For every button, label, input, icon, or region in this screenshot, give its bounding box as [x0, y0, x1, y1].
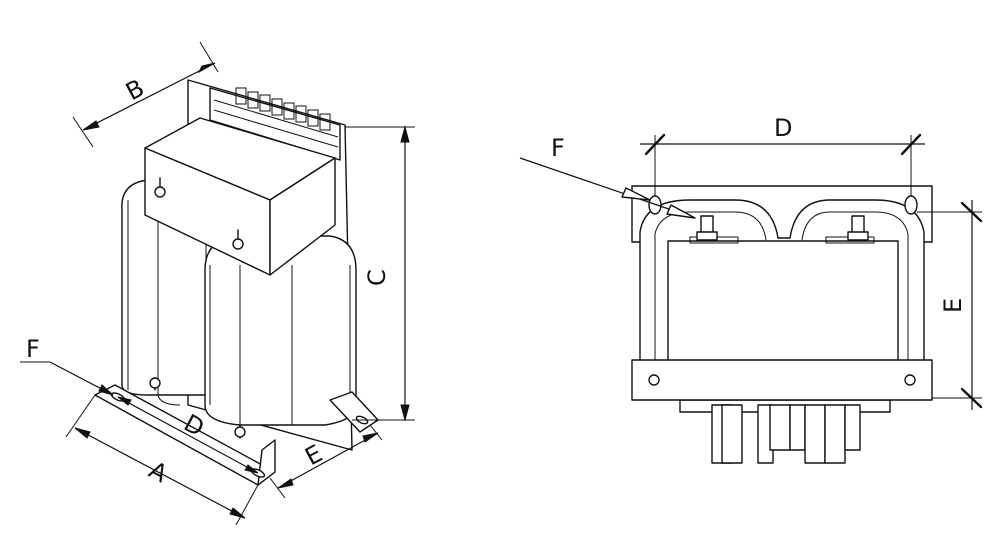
- front-top-holes: [648, 195, 918, 215]
- leader-f-left: F: [20, 335, 114, 396]
- front-leader-f: F: [519, 134, 696, 219]
- front-dim-e: E: [917, 200, 983, 410]
- front-view: D E F: [519, 114, 983, 464]
- isometric-view: B C A D: [20, 41, 415, 526]
- front-core-box: [667, 236, 899, 362]
- front-label-e: E: [939, 298, 967, 313]
- label-a: A: [144, 456, 172, 489]
- front-studs: [696, 215, 869, 241]
- dim-c: C: [345, 125, 415, 422]
- front-terminal-block: [679, 399, 891, 464]
- top-terminals: [154, 177, 244, 250]
- label-e: E: [300, 439, 327, 471]
- terminal-block: [209, 87, 341, 161]
- front-label-d: D: [774, 114, 792, 142]
- label-c: C: [363, 269, 391, 286]
- front-dim-d: D: [640, 114, 925, 196]
- label-f-left: F: [26, 335, 40, 363]
- front-label-f: F: [551, 134, 565, 162]
- bottom-bracket: [631, 359, 933, 401]
- bottom-terminals: [149, 377, 246, 439]
- label-b: B: [121, 74, 149, 106]
